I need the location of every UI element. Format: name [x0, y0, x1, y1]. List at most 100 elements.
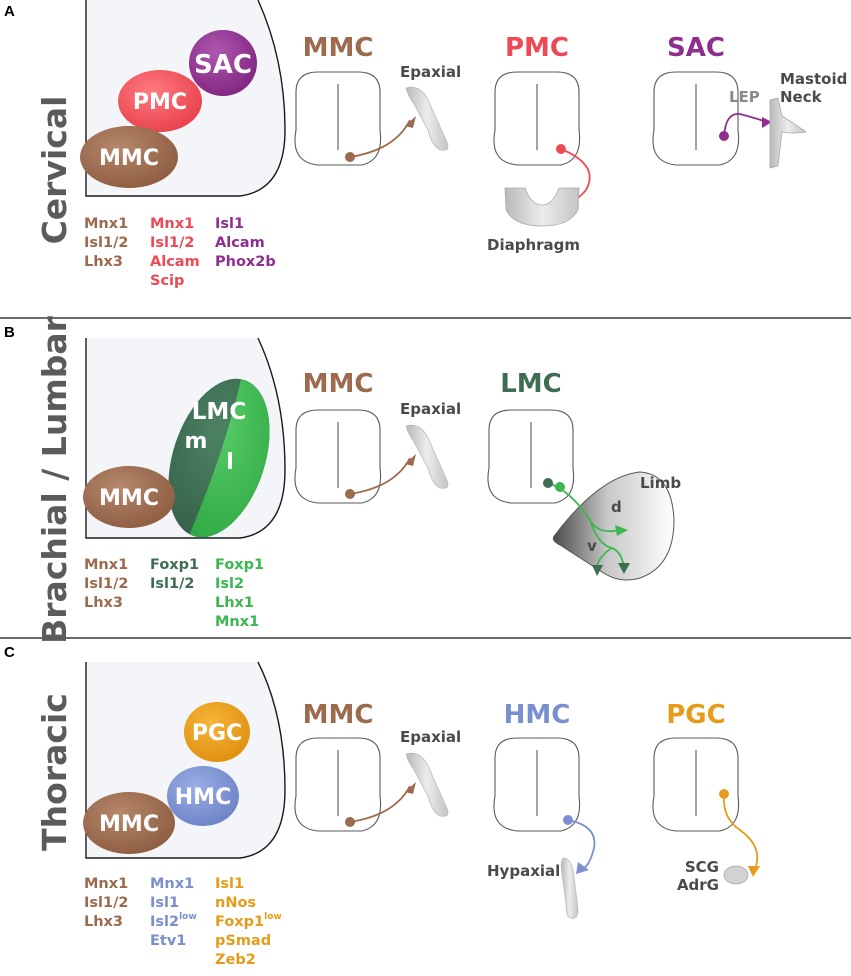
marker-hmc-1: Mnx1 — [150, 876, 194, 892]
limb-label: Limb — [640, 474, 681, 492]
lmc-ellipse-label: LMC — [192, 399, 246, 425]
panel-a: A Cervical SAC PMC MMC Mnx1 Isl1/2 Lhx3 … — [4, 0, 847, 289]
epaxial-muscle-c — [405, 752, 449, 817]
lmc-ventral-terminal-1 — [618, 563, 630, 574]
epaxial-label-a: Epaxial — [400, 63, 461, 81]
panel-b-mmc-cord — [294, 409, 382, 504]
lmc-lateral-soma — [555, 482, 565, 492]
marker-pgc-3-name: Foxp1 — [215, 914, 264, 930]
limb-muscle — [552, 471, 675, 581]
ventral-label: v — [587, 537, 597, 555]
diaphragm-label: Diaphragm — [487, 236, 580, 254]
epaxial-muscle-b — [405, 424, 449, 489]
panel-b-region-label: Brachial / Lumbar — [35, 315, 74, 643]
marker-lmcl-3: Lhx1 — [215, 595, 254, 611]
marker-sac-3: Phox2b — [215, 254, 276, 270]
hmc-terminal — [576, 862, 589, 874]
panel-b-letter: B — [4, 324, 15, 341]
panel-b-lmc-title: LMC — [500, 369, 562, 399]
marker-pmc-1: Mnx1 — [150, 216, 194, 232]
neck-muscle — [769, 97, 808, 169]
marker-mmc-b-1: Mnx1 — [84, 557, 128, 573]
lep-label: LEP — [729, 88, 760, 106]
marker-pgc-4: pSmad — [215, 933, 271, 949]
epaxial-muscle-a — [405, 86, 449, 151]
marker-lmcl-1: Foxp1 — [215, 557, 264, 573]
marker-mmc-b-2: Isl1/2 — [84, 576, 128, 592]
hmc-column-ellipse — [167, 766, 239, 826]
marker-pmc-3: Alcam — [150, 254, 200, 270]
scg-adrenal-target — [723, 865, 749, 885]
panel-b-lmc-cord — [487, 409, 575, 504]
marker-pmc-2: Isl1/2 — [150, 235, 194, 251]
marker-lmcl-4: Mnx1 — [215, 614, 259, 630]
pgc-ellipse-label: PGC — [192, 721, 242, 746]
marker-lmcm-2: Isl1/2 — [150, 576, 194, 592]
marker-mmc-b-3: Lhx3 — [84, 595, 123, 611]
mmc-terminal-c — [405, 782, 416, 794]
pgc-soma — [719, 789, 729, 799]
marker-pmc-4: Scip — [150, 273, 184, 289]
adrg-label: AdrG — [677, 876, 719, 894]
marker-hmc-3: Isl2low — [150, 912, 197, 930]
marker-hmc-4: Etv1 — [150, 933, 186, 949]
panel-a-mmc-cord — [294, 71, 382, 166]
marker-mmc-c-2: Isl1/2 — [84, 895, 128, 911]
marker-hmc-2: Isl1 — [150, 895, 179, 911]
marker-mmc-1: Mnx1 — [84, 216, 128, 232]
hypaxial-label: Hypaxial — [487, 862, 560, 880]
marker-pgc-2: nNos — [215, 895, 256, 911]
pmc-soma — [556, 144, 566, 154]
pmc-column-ellipse — [118, 70, 202, 132]
epaxial-label-b: Epaxial — [400, 400, 461, 418]
marker-pgc-5: Zeb2 — [215, 952, 256, 968]
mastoid-label: Mastoid — [780, 70, 847, 88]
panel-c-hmc-cord — [493, 737, 581, 832]
marker-pgc-3: Foxp1low — [215, 912, 282, 930]
pgc-column-ellipse — [184, 702, 250, 762]
marker-pgc-3-sup: low — [264, 912, 282, 922]
panel-c-mmc-title: MMC — [303, 700, 374, 730]
lmc-lateral-label: l — [226, 450, 234, 475]
mmc-ellipse-label-b: MMC — [99, 486, 159, 511]
marker-pgc-1: Isl1 — [215, 876, 244, 892]
mmc-column-ellipse-b — [83, 466, 175, 528]
sac-terminal — [762, 117, 772, 128]
mmc-column-ellipse — [80, 126, 178, 188]
marker-sac-1: Isl1 — [215, 216, 244, 232]
panel-a-sac-title: SAC — [667, 33, 725, 63]
panel-a-sac-cord — [652, 71, 740, 166]
panel-c-mmc-cord — [294, 737, 382, 832]
panel-c-pgc-cord — [652, 737, 740, 832]
pmc-ellipse-label: PMC — [133, 90, 187, 115]
panel-a-letter: A — [4, 3, 15, 20]
neck-label: Neck — [780, 88, 823, 106]
mmc-terminal-b — [405, 454, 416, 466]
panel-b: B Brachial / Lumbar LMC m l MMC Mnx1 Isl… — [4, 315, 681, 643]
marker-sac-2: Alcam — [215, 235, 265, 251]
panel-b-marker-lists: Mnx1 Isl1/2 Lhx3 Foxp1 Isl1/2 Foxp1 Isl2… — [84, 557, 264, 630]
marker-lmcm-1: Foxp1 — [150, 557, 199, 573]
lmc-dorsal-terminal — [615, 525, 628, 536]
mmc-soma-b — [345, 489, 355, 499]
panel-a-marker-lists: Mnx1 Isl1/2 Lhx3 Mnx1 Isl1/2 Alcam Scip … — [84, 216, 276, 289]
sac-soma — [719, 131, 729, 141]
diaphragm-muscle — [504, 187, 580, 227]
panel-c-marker-lists: Mnx1 Isl1/2 Lhx3 Mnx1 Isl1 Isl2low Etv1 … — [84, 876, 282, 968]
hmc-ellipse-label: HMC — [175, 785, 231, 810]
panel-b-mmc-title: MMC — [303, 369, 374, 399]
sac-column-ellipse — [189, 30, 257, 96]
marker-mmc-c-1: Mnx1 — [84, 876, 128, 892]
sac-ellipse-label: SAC — [194, 50, 252, 80]
panel-c: C Thoracic PGC HMC MMC Mnx1 Isl1/2 Lhx3 … — [4, 644, 760, 968]
hypaxial-muscle — [560, 857, 579, 919]
scg-label: SCG — [685, 858, 719, 876]
mmc-terminal-a — [405, 116, 416, 128]
marker-mmc-3: Lhx3 — [84, 254, 123, 270]
panel-a-region-label: Cervical — [35, 96, 74, 245]
mmc-column-ellipse-c — [83, 792, 175, 854]
marker-hmc-3-name: Isl2 — [150, 914, 179, 930]
marker-mmc-c-3: Lhx3 — [84, 914, 123, 930]
marker-lmcl-2: Isl2 — [215, 576, 244, 592]
